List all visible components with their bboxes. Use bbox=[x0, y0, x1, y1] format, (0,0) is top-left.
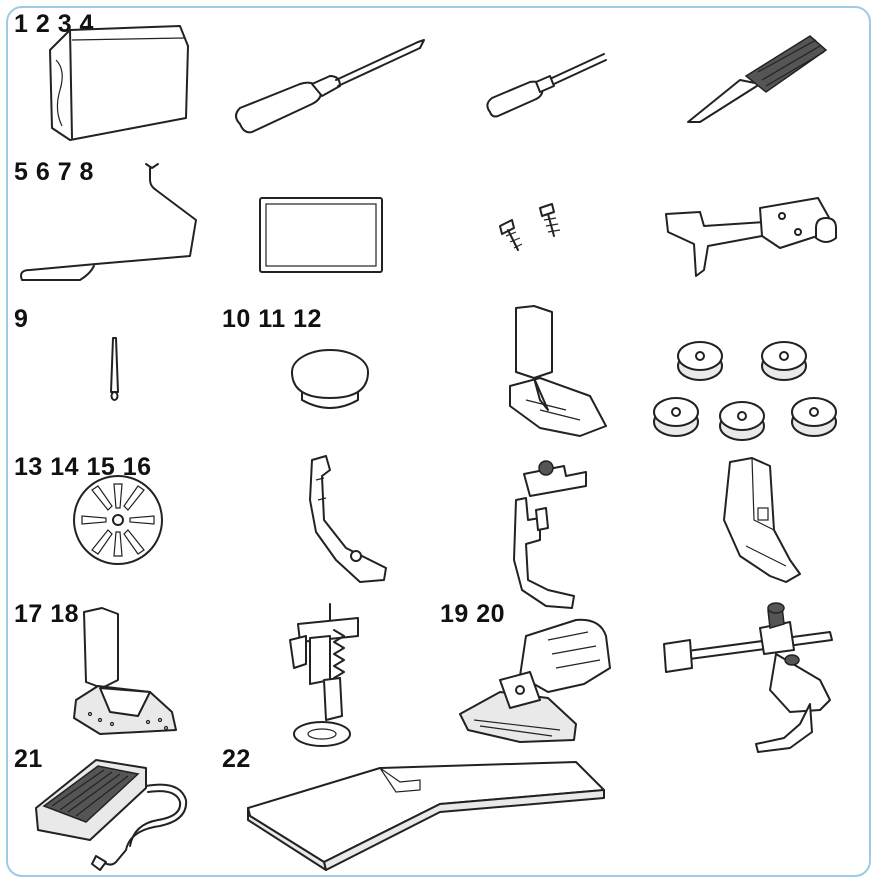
teflon-foot-icon bbox=[73, 607, 177, 735]
label-item-22: 22 bbox=[222, 745, 251, 773]
bobbin-winder-disc-icon bbox=[73, 475, 163, 565]
screws-icon bbox=[499, 203, 561, 251]
adjustable-zipper-foot-icon bbox=[513, 460, 587, 609]
bobbins-icon bbox=[653, 341, 837, 441]
seam-ripper-icon bbox=[687, 35, 828, 123]
small-screwdriver-icon bbox=[486, 53, 607, 118]
seam-guide-icon bbox=[663, 602, 833, 753]
zipper-foot-icon bbox=[309, 455, 387, 583]
label-items-5-8: 5 6 7 8 bbox=[14, 158, 94, 186]
label-items-19-20: 19 20 bbox=[440, 600, 506, 628]
label-item-9: 9 bbox=[14, 305, 29, 333]
edge-guide-attachment-icon bbox=[665, 197, 837, 277]
extension-table-icon bbox=[247, 761, 605, 871]
thread-guide-wire-icon bbox=[20, 163, 197, 281]
dust-cover-icon bbox=[49, 25, 189, 141]
large-screwdriver-icon bbox=[235, 39, 425, 134]
figure-frame bbox=[6, 6, 871, 877]
foot-controller-icon bbox=[35, 759, 188, 871]
label-items-17-18: 17 18 bbox=[14, 600, 80, 628]
presser-foot-icon bbox=[509, 305, 607, 437]
felt-pad-icon bbox=[259, 197, 383, 273]
spool-cap-icon bbox=[291, 349, 369, 409]
label-items-10-12: 10 11 12 bbox=[222, 305, 322, 333]
darning-foot-icon bbox=[289, 603, 359, 747]
walking-foot-icon bbox=[459, 618, 611, 743]
narrow-hemmer-foot-icon bbox=[723, 457, 801, 583]
needle-icon bbox=[110, 337, 119, 401]
label-item-21: 21 bbox=[14, 745, 43, 773]
